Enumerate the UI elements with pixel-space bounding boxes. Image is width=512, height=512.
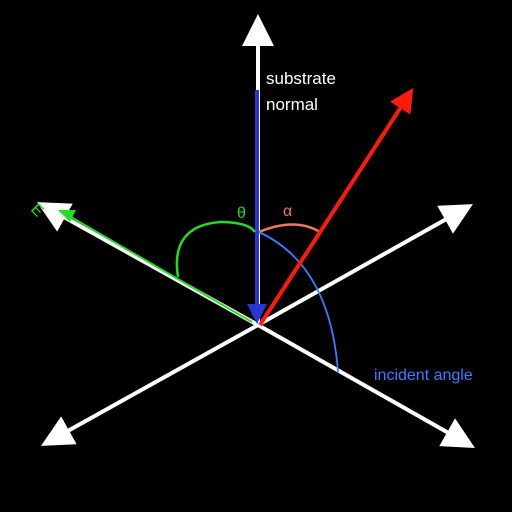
substrate-normal-label-line2: normal	[266, 95, 318, 114]
theta-label: θ	[237, 205, 246, 222]
e-field-arrow	[63, 212, 253, 323]
axis-lower-right	[257, 323, 475, 448]
incident-angle-arc	[258, 231, 339, 373]
axis-upper-right	[257, 204, 473, 327]
substrate-normal-label-line1: substrate	[266, 69, 336, 88]
alpha-label: α	[283, 203, 292, 220]
beam-arrow	[258, 87, 414, 327]
e-field-arrowhead	[58, 210, 76, 222]
incident-angle-label: incident angle	[374, 367, 473, 384]
theta-arc	[175, 220, 257, 278]
axis-lower-left	[41, 323, 259, 446]
e-field-label: E	[27, 201, 47, 221]
alpha-arc	[258, 223, 321, 234]
